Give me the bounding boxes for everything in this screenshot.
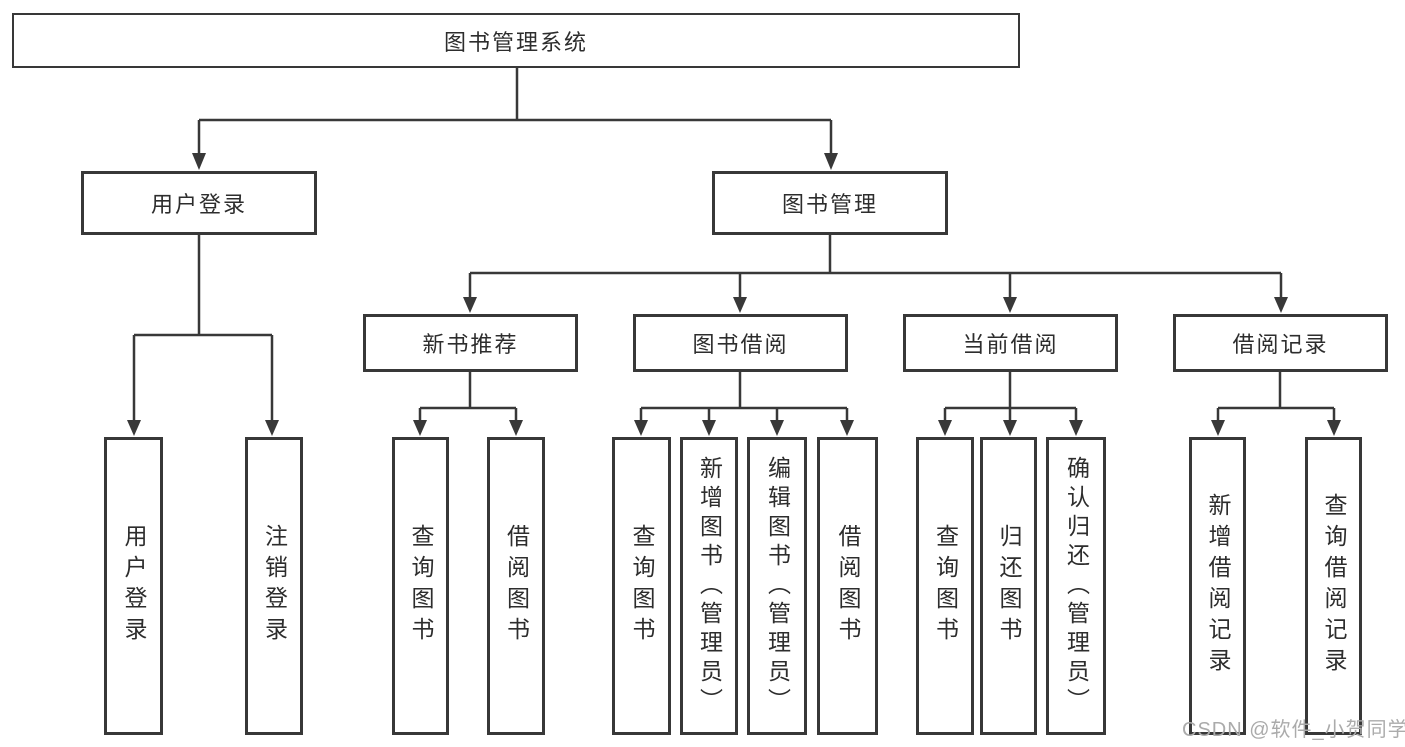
leaf-confirm-return-admin: 确认归还（管理员） bbox=[1046, 437, 1106, 735]
node-borrow-records: 借阅记录 bbox=[1173, 314, 1388, 372]
leaf-query-books-borrowing-label: 查询图书 bbox=[629, 524, 655, 648]
leaf-query-books-current: 查询图书 bbox=[916, 437, 974, 735]
leaf-user-login: 用户登录 bbox=[104, 437, 163, 735]
leaf-query-borrow-record: 查询借阅记录 bbox=[1305, 437, 1362, 735]
leaf-return-books-label: 归还图书 bbox=[996, 524, 1022, 648]
node-new-book-recommend-label: 新书推荐 bbox=[422, 332, 519, 357]
leaf-logout-login: 注销登录 bbox=[245, 437, 303, 735]
node-borrow-records-label: 借阅记录 bbox=[1232, 332, 1329, 357]
leaf-add-borrow-record-label: 新增借阅记录 bbox=[1205, 493, 1231, 679]
leaf-add-books-admin-label: 新增图书（管理员） bbox=[696, 455, 723, 717]
leaf-query-books-newbooks: 查询图书 bbox=[392, 437, 449, 735]
node-book-borrowing-label: 图书借阅 bbox=[692, 332, 789, 357]
leaf-add-books-admin: 新增图书（管理员） bbox=[680, 437, 738, 735]
node-current-borrowing: 当前借阅 bbox=[903, 314, 1118, 372]
leaf-query-books-borrowing: 查询图书 bbox=[612, 437, 671, 735]
leaf-borrow-books-newbooks-label: 借阅图书 bbox=[503, 524, 530, 648]
csdn-watermark: CSDN @软件_小贺同学 bbox=[1182, 719, 1405, 741]
connector-lines bbox=[132, 68, 1336, 421]
node-book-borrowing: 图书借阅 bbox=[633, 314, 848, 372]
node-new-book-recommend: 新书推荐 bbox=[363, 314, 578, 372]
leaf-logout-login-label: 注销登录 bbox=[261, 524, 288, 648]
leaf-add-borrow-record: 新增借阅记录 bbox=[1189, 437, 1246, 735]
leaf-confirm-return-admin-label: 确认归还（管理员） bbox=[1063, 455, 1090, 717]
leaf-user-login-label: 用户登录 bbox=[121, 524, 147, 648]
leaf-query-borrow-record-label: 查询借阅记录 bbox=[1321, 493, 1347, 679]
leaf-edit-books-admin: 编辑图书（管理员） bbox=[747, 437, 807, 735]
leaf-query-books-current-label: 查询图书 bbox=[932, 524, 959, 648]
connector-arrowheads bbox=[127, 153, 1341, 436]
leaf-borrow-books-borrowing: 借阅图书 bbox=[817, 437, 878, 735]
leaf-borrow-books-newbooks: 借阅图书 bbox=[487, 437, 545, 735]
node-user-login: 用户登录 bbox=[81, 171, 317, 235]
node-book-management-label: 图书管理 bbox=[781, 192, 878, 217]
node-root-system: 图书管理系统 bbox=[12, 13, 1020, 68]
node-book-management: 图书管理 bbox=[712, 171, 948, 235]
node-current-borrowing-label: 当前借阅 bbox=[962, 332, 1059, 357]
leaf-query-books-newbooks-label: 查询图书 bbox=[408, 524, 434, 648]
node-user-login-label: 用户登录 bbox=[150, 192, 247, 217]
leaf-return-books: 归还图书 bbox=[980, 437, 1037, 735]
node-root-label: 图书管理系统 bbox=[443, 29, 588, 55]
leaf-edit-books-admin-label: 编辑图书（管理员） bbox=[764, 455, 791, 717]
leaf-borrow-books-borrowing-label: 借阅图书 bbox=[835, 524, 861, 648]
